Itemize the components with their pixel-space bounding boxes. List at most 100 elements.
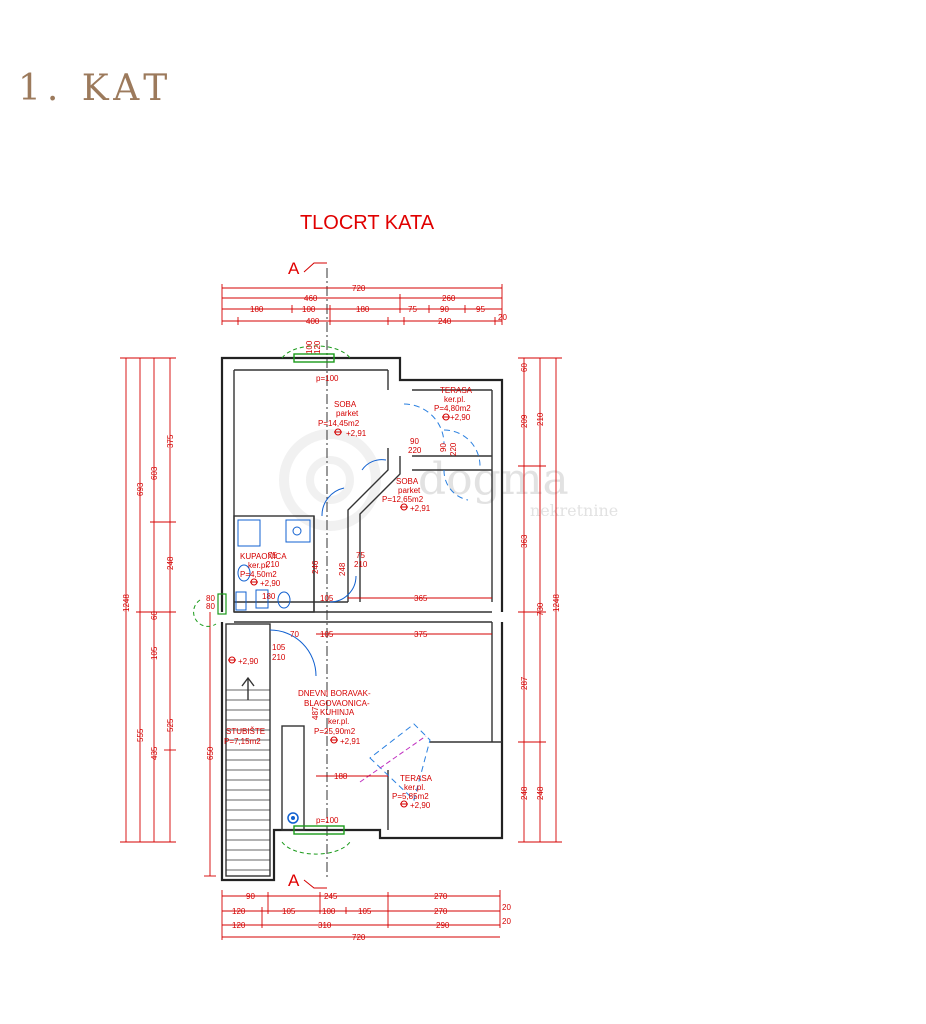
dim-inner-80b: 80 — [206, 602, 215, 611]
terasa2-area: P=5,85m2 — [392, 792, 429, 801]
watermark-sub: nekretnine — [530, 501, 618, 520]
dim-inner-105b: 105 — [320, 630, 334, 639]
dim-bottom-270a: 270 — [434, 892, 448, 901]
dim-right-287: 287 — [520, 676, 529, 690]
dim-bottom-290: 290 — [436, 921, 450, 930]
kupaonica-finish: ker.pl. — [248, 561, 269, 570]
dnevni-finish: ker.pl. — [328, 717, 349, 726]
dim-inner-487: 487 — [311, 706, 320, 720]
dim-top-75: 75 — [408, 305, 417, 314]
dnevni-name-3: KUHINJA — [320, 708, 355, 717]
dim-inner-90a: 90 — [410, 437, 419, 446]
terasa2-name: TERASA — [400, 774, 433, 783]
dim-inner-210b: 210 — [354, 560, 368, 569]
dim-inner-p100-bottom: p=100 — [316, 816, 339, 825]
inner-dimensions: 365 375 105 70 105 188 75 210 75 210 90 … — [206, 340, 492, 825]
room-terasa-2: TERASA ker.pl. P=5,85m2 +2,90 — [392, 774, 433, 810]
page-heading: 1. KAT — [18, 68, 174, 109]
dim-bottom-100: 100 — [322, 907, 336, 916]
dim-inner-220a: 220 — [408, 446, 422, 455]
dim-left-650: 650 — [206, 746, 215, 760]
dim-left-1248: 1248 — [122, 594, 131, 612]
terasa1-level: +2,90 — [450, 413, 471, 422]
room-terasa-1: TERASA ker.pl. P=4,80m2 +2,90 — [434, 386, 473, 422]
stair-treads — [226, 689, 270, 871]
dim-left-375: 375 — [166, 434, 175, 448]
room-soba-2: SOBA parket P=12,65m2 +2,91 — [382, 477, 431, 513]
dim-top-100: 100 — [302, 305, 316, 314]
top-dimensions: 720 460 260 180 100 180 75 90 95 400 240… — [221, 284, 507, 326]
right-dimensions: 1248 730 210 209 363 287 248 248 60 — [518, 357, 562, 843]
terasa2-finish: ker.pl. — [404, 783, 425, 792]
room-stubiste: STUBIŠTE P=7,15m2 — [224, 727, 265, 746]
terasa1-finish: ker.pl. — [444, 395, 465, 404]
dim-top-260: 260 — [442, 294, 456, 303]
dim-inner-100: 100 — [305, 340, 314, 354]
dim-inner-220b: 220 — [449, 442, 458, 456]
dim-top-400: 400 — [306, 317, 320, 326]
dim-top-720: 720 — [352, 284, 366, 293]
dim-left-248: 248 — [166, 556, 175, 570]
dim-left-60: 60 — [150, 611, 159, 620]
dim-inner-248: 248 — [338, 562, 347, 576]
dim-inner-105a: 105 — [320, 594, 334, 603]
dim-left-555: 555 — [136, 728, 145, 742]
dim-right-730: 730 — [536, 602, 545, 616]
room-soba-1: SOBA parket P=14,45m2 +2,91 — [318, 400, 367, 438]
watermark-logo: dogma nekretnine — [279, 429, 618, 531]
dnevni-area: P=25,90m2 — [314, 727, 356, 736]
level-markers — [228, 413, 450, 808]
dnevni-name-2: BLAGOVAONICA- — [304, 699, 370, 708]
dim-left-525: 525 — [166, 718, 175, 732]
soba1-level: +2,91 — [346, 429, 367, 438]
dim-top-90: 90 — [440, 305, 449, 314]
section-label-bottom: A — [288, 871, 300, 890]
doors-windows — [193, 345, 481, 855]
dim-inner-75b: 75 — [356, 551, 365, 560]
dnevni-name-1: DNEVNI BORAVAK- — [298, 689, 371, 698]
kupaonica-area: P=4,50m2 — [240, 570, 277, 579]
soba1-area: P=14,45m2 — [318, 419, 360, 428]
dim-bottom-105a: 105 — [282, 907, 296, 916]
dim-left-105: 105 — [150, 646, 159, 660]
dim-top-180b: 180 — [356, 305, 370, 314]
soba2-finish: parket — [398, 486, 421, 495]
dim-bottom-20a: 20 — [502, 903, 511, 912]
dim-bottom-270b: 270 — [434, 907, 448, 916]
dim-inner-210a: 210 — [266, 560, 280, 569]
dim-bottom-720: 720 — [352, 933, 366, 942]
dim-right-60: 60 — [520, 363, 529, 372]
left-dimensions: 1248 693 603 375 248 555 435 525 650 105… — [120, 357, 216, 877]
dim-left-693: 693 — [136, 482, 145, 496]
dim-bottom-20b: 20 — [502, 917, 511, 926]
dim-inner-180: 180 — [262, 592, 276, 601]
terasa1-area: P=4,80m2 — [434, 404, 471, 413]
dim-inner-75a: 75 — [268, 551, 277, 560]
kupaonica-level: +2,90 — [260, 579, 281, 588]
dim-inner-375: 375 — [414, 630, 428, 639]
dim-bottom-310: 310 — [318, 921, 332, 930]
dim-inner-105c: 105 — [272, 643, 286, 652]
dim-bottom-105b: 105 — [358, 907, 372, 916]
dnevni-level: +2,91 — [340, 737, 361, 746]
dim-right-1248: 1248 — [552, 594, 561, 612]
dim-inner-p100-top: p=100 — [316, 374, 339, 383]
dim-bottom-120b: 120 — [232, 921, 246, 930]
terasa1-name: TERASA — [440, 386, 473, 395]
kupaonica-name: KUPAONICA — [240, 552, 287, 561]
building-walls — [220, 356, 504, 882]
dim-inner-210c: 210 — [272, 653, 286, 662]
dim-inner-365: 365 — [414, 594, 428, 603]
dim-inner-70: 70 — [290, 630, 299, 639]
dim-right-248b: 248 — [536, 786, 545, 800]
dim-bottom-120a: 120 — [232, 907, 246, 916]
dim-inner-188: 188 — [334, 772, 348, 781]
dim-top-20: 20 — [498, 313, 507, 322]
dim-right-209: 209 — [520, 414, 529, 428]
room-kupaonica: KUPAONICA ker.pl. P=4,50m2 +2,90 — [240, 552, 287, 588]
dim-inner-90b: 90 — [439, 443, 448, 452]
dim-left-603: 603 — [150, 466, 159, 480]
dim-right-248a: 248 — [520, 786, 529, 800]
dim-top-95: 95 — [476, 305, 485, 314]
